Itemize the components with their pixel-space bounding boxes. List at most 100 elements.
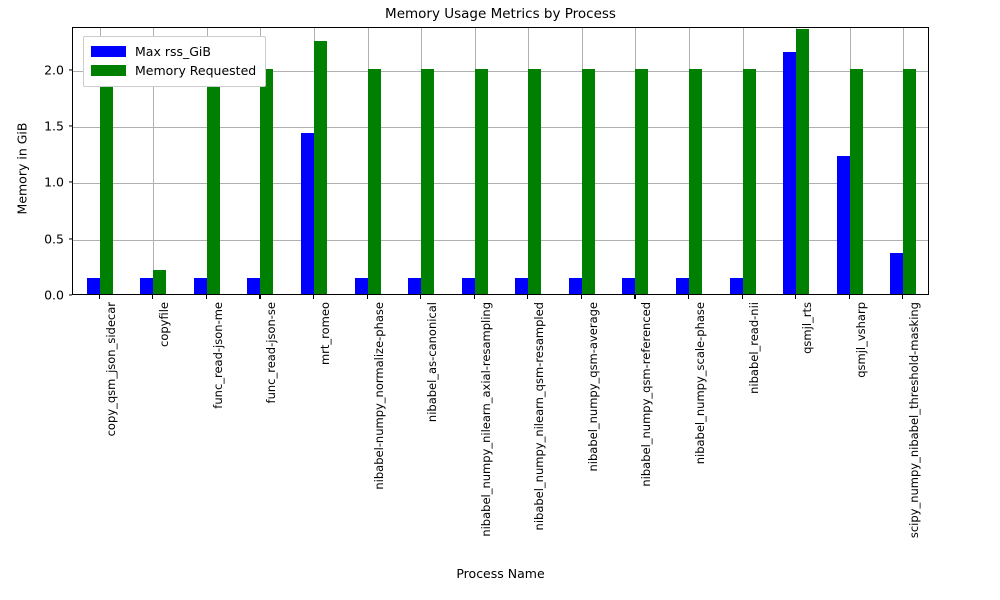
x-axis-tick-mark bbox=[902, 295, 904, 299]
x-axis-tick-label: func_read-json-se bbox=[264, 302, 279, 404]
bar-max-rss[interactable] bbox=[568, 277, 582, 294]
bar-group[interactable] bbox=[140, 28, 167, 294]
bar-memory-requested[interactable] bbox=[903, 68, 917, 294]
bar-memory-requested[interactable] bbox=[688, 68, 702, 294]
y-axis-tick-label: 1.0 bbox=[44, 174, 64, 190]
bar-max-rss[interactable] bbox=[247, 277, 261, 294]
x-axis-tick-mark bbox=[313, 295, 315, 299]
bar-group[interactable] bbox=[622, 28, 649, 294]
x-axis-tick-label: nibabel_numpy_nilearn_qsm-resampled bbox=[532, 302, 547, 531]
legend-item: Max rss_GiB bbox=[91, 42, 256, 61]
legend-swatch-memory-requested bbox=[91, 65, 126, 76]
bar-series-container bbox=[73, 28, 928, 294]
y-axis-tick-mark bbox=[68, 181, 72, 183]
y-axis-label: Memory in GiB bbox=[14, 122, 30, 215]
bar-memory-requested[interactable] bbox=[153, 270, 167, 294]
bar-group[interactable] bbox=[301, 28, 328, 294]
x-axis-tick-label: func_read-json-me bbox=[210, 302, 225, 409]
bar-memory-requested[interactable] bbox=[260, 68, 274, 294]
bar-memory-requested[interactable] bbox=[206, 68, 220, 294]
bar-group[interactable] bbox=[836, 28, 863, 294]
bar-max-rss[interactable] bbox=[408, 277, 422, 294]
bar-memory-requested[interactable] bbox=[635, 68, 649, 294]
x-axis-tick-mark bbox=[687, 295, 690, 299]
bar-max-rss[interactable] bbox=[86, 277, 100, 294]
x-axis-label: Process Name bbox=[456, 566, 545, 581]
x-axis-tick-label: mrt_romeo bbox=[318, 302, 333, 366]
y-axis-tick-label: 0.5 bbox=[44, 231, 64, 247]
gridline-horizontal bbox=[73, 183, 928, 185]
bar-group[interactable] bbox=[461, 28, 488, 294]
bar-memory-requested[interactable] bbox=[314, 40, 328, 294]
bar-group[interactable] bbox=[568, 28, 595, 294]
x-axis-tick-label: nibabel_numpy_qsm-referenced bbox=[639, 302, 654, 487]
x-axis-tick-mark bbox=[580, 295, 582, 299]
bar-memory-requested[interactable] bbox=[581, 68, 595, 294]
x-axis-tick-label: nibabel-numpy_normalize-phase bbox=[371, 302, 386, 490]
bar-memory-requested[interactable] bbox=[849, 68, 863, 294]
bar-max-rss[interactable] bbox=[783, 51, 797, 294]
x-axis-tick-mark bbox=[634, 295, 636, 299]
bar-max-rss[interactable] bbox=[675, 277, 689, 294]
bar-group[interactable] bbox=[783, 28, 810, 294]
bar-group[interactable] bbox=[729, 28, 756, 294]
x-axis-tick-label: nibabel_numpy_nilearn_axial-resampling bbox=[478, 302, 493, 537]
legend-label: Max rss_GiB bbox=[135, 44, 211, 59]
legend-swatch-max-rss bbox=[91, 46, 126, 57]
bar-group[interactable] bbox=[86, 28, 113, 294]
bar-max-rss[interactable] bbox=[301, 132, 315, 294]
bar-max-rss[interactable] bbox=[461, 277, 475, 294]
bar-max-rss[interactable] bbox=[836, 155, 850, 294]
bar-group[interactable] bbox=[515, 28, 542, 294]
bar-max-rss[interactable] bbox=[622, 277, 636, 294]
bar-group[interactable] bbox=[193, 28, 220, 294]
bar-max-rss[interactable] bbox=[193, 277, 207, 294]
bar-memory-requested[interactable] bbox=[99, 68, 113, 294]
y-axis-tick-label: 2.0 bbox=[44, 62, 64, 78]
gridline-horizontal bbox=[73, 127, 928, 129]
bar-group[interactable] bbox=[890, 28, 917, 294]
x-axis-tick-mark bbox=[259, 295, 261, 299]
bar-max-rss[interactable] bbox=[729, 277, 743, 294]
x-axis-tick-label: qsmjl_vsharp bbox=[853, 302, 868, 378]
bar-memory-requested[interactable] bbox=[367, 68, 381, 294]
gridline-horizontal bbox=[73, 239, 928, 241]
x-axis-tick-label: nibabel_numpy_scale-phase bbox=[692, 302, 707, 465]
bar-max-rss[interactable] bbox=[140, 277, 154, 294]
bar-memory-requested[interactable] bbox=[742, 68, 756, 294]
x-axis-tick-mark bbox=[848, 295, 850, 299]
gridline-horizontal bbox=[73, 70, 928, 72]
bar-max-rss[interactable] bbox=[354, 277, 368, 294]
x-axis-tick-label: copy_qsm_json_sidecar bbox=[103, 302, 118, 437]
bar-group[interactable] bbox=[354, 28, 381, 294]
legend-label: Memory Requested bbox=[135, 63, 257, 78]
chart-legend: Max rss_GiB Memory Requested bbox=[83, 36, 267, 87]
bar-group[interactable] bbox=[247, 28, 274, 294]
bar-memory-requested[interactable] bbox=[528, 68, 542, 294]
x-axis-tick-label: nibabel_as-canonical bbox=[425, 302, 440, 423]
bar-memory-requested[interactable] bbox=[796, 29, 810, 294]
x-axis-tick-mark bbox=[205, 295, 207, 299]
y-axis-tick-mark bbox=[68, 294, 72, 296]
y-axis-tick-mark bbox=[68, 238, 72, 240]
x-axis-tick-mark bbox=[98, 295, 100, 299]
x-axis-tick-label: qsmjl_rts bbox=[800, 302, 815, 354]
y-axis-tick-mark bbox=[68, 69, 72, 71]
bar-group[interactable] bbox=[675, 28, 702, 294]
gridline-vertical bbox=[153, 28, 155, 294]
bar-max-rss[interactable] bbox=[515, 277, 529, 294]
x-axis-tick-mark bbox=[366, 295, 368, 299]
x-axis-tick-label: nibabel_read-nii bbox=[746, 302, 761, 394]
x-axis-tick-mark bbox=[420, 295, 422, 299]
bar-memory-requested[interactable] bbox=[421, 68, 435, 294]
bar-group[interactable] bbox=[408, 28, 435, 294]
y-axis-tick-mark bbox=[68, 125, 72, 127]
plot-area bbox=[72, 27, 929, 295]
bar-max-rss[interactable] bbox=[890, 253, 904, 294]
x-axis-tick-label: copyfile bbox=[157, 302, 172, 347]
x-axis-tick-mark bbox=[527, 295, 529, 299]
y-axis-tick-label: 1.5 bbox=[44, 118, 64, 134]
chart-title: Memory Usage Metrics by Process bbox=[385, 6, 616, 22]
bar-memory-requested[interactable] bbox=[474, 68, 488, 294]
x-axis-tick-label: scipy_numpy_nibabel_threshold-masking bbox=[907, 302, 922, 539]
